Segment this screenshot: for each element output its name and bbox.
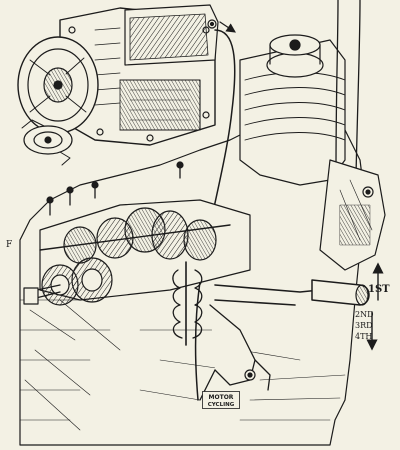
selector-linkage: [194, 19, 236, 401]
svg-text:CYCLING: CYCLING: [208, 402, 235, 408]
top-cover-exploded: [59, 4, 219, 146]
end-cover: [319, 159, 386, 271]
motor-cycling-stamp-logo: MOTOR CYCLING: [202, 391, 240, 409]
gear-label-third: 3RD: [355, 321, 373, 330]
clutch-plate: [17, 36, 99, 134]
gear-lever-assembly: [172, 261, 370, 401]
detached-cam: [21, 119, 73, 166]
gear-direction-indicator: [366, 262, 384, 351]
gear-label-second: 2ND: [355, 310, 374, 319]
f-mark-label: F: [6, 240, 13, 250]
gear-label-first: 1ST: [368, 284, 390, 295]
svg-text:MOTOR: MOTOR: [209, 394, 234, 401]
gear-cluster: [23, 161, 251, 306]
gear-label-fourth: 4TH: [355, 332, 373, 341]
